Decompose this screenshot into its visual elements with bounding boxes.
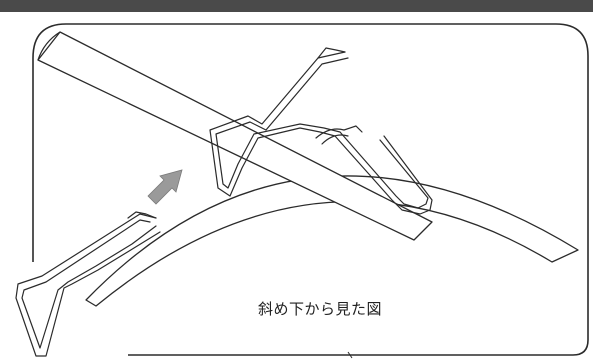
frame-border — [32, 23, 589, 356]
upper-wire-clip — [209, 47, 433, 215]
top-edge-strip — [0, 0, 593, 12]
bottom-tick-mark — [347, 351, 353, 359]
lower-wire-clip — [15, 211, 161, 357]
figure-caption: 斜め下から見た図 — [258, 300, 383, 318]
rod-end-cap — [37, 31, 61, 61]
arrow-up-right-icon — [147, 169, 183, 205]
straight-rod — [37, 31, 433, 241]
curved-strip — [85, 175, 579, 307]
